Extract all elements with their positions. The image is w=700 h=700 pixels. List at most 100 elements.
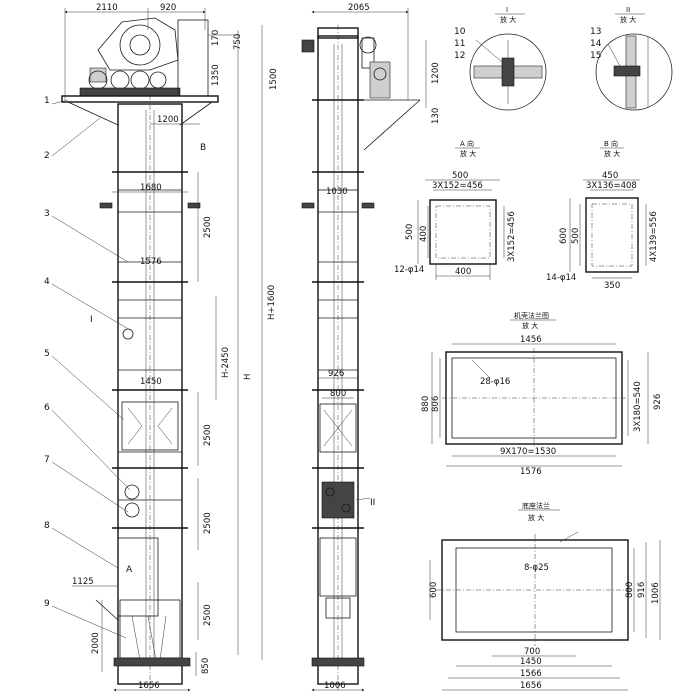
callout-4: 4 [44,277,50,287]
detail-i-roman: I [506,6,508,14]
view-b-w-inner: 350 [604,281,620,291]
detail-i-item-10: 10 [454,27,466,37]
dim-h-1600: H+1600 [267,285,277,320]
base-w-700: 700 [524,647,540,657]
view-a-h-inner: 400 [419,226,429,242]
head-flange-w-top: 1456 [520,335,542,345]
callout-1: 1 [44,96,50,106]
detail-ii-item-13: 13 [590,27,601,37]
view-b-w-pitch: 3X136=408 [586,181,637,191]
dim-2000: 2000 [91,632,101,654]
view-b-title: B 向 [604,139,618,148]
detail-i: I 放 大 10 11 12 [454,6,547,111]
mark-ii: II [370,498,375,508]
base-w-1450: 1450 [520,657,542,667]
dim-1656: 1656 [138,681,160,691]
dim-2500-a: 2500 [203,216,213,238]
view-b-w-outer: 450 [602,171,618,181]
front-elevation: 2110 920 [44,3,279,692]
head-flange-title: 机壳法兰图 [514,311,549,320]
base-h-left: 600 [429,582,439,598]
base-h-r3: 1006 [651,582,661,604]
dim-1200: 1200 [157,115,179,125]
view-a-w-inner: 400 [455,267,471,277]
view-a: A 向 放 大 500 3X152=456 500 400 3X152=456 … [394,139,517,280]
view-a-sub: 放 大 [460,149,476,158]
callout-leaders [51,99,131,639]
head-flange-h-right: 926 [653,394,663,410]
dim-2500-b: 2500 [203,424,213,446]
mark-i: I [90,315,93,325]
head-flange-view: 机壳法兰图 放 大 1456 28-φ16 880 806 3X180=540 … [421,311,663,477]
callout-3: 3 [44,209,50,219]
head-flange-h-outer: 880 [421,396,431,412]
detail-i-title: 放 大 [500,15,516,24]
base-holes: 8-φ25 [524,563,549,573]
base-flange-view: 底座法兰 放 大 8-φ25 600 800 916 1006 700 1450… [429,501,661,691]
dim-2110: 2110 [96,3,118,13]
view-b-h-pitch: 4X139=556 [649,211,659,262]
base-h-r1: 800 [625,582,635,598]
dim-h-2450: H-2450 [221,347,231,378]
dim-926: 926 [328,369,344,379]
callout-5: 5 [44,349,50,359]
detail-ii-item-14: 14 [590,39,602,49]
view-b-sub: 放 大 [604,149,620,158]
side-elevation: 2065 II [301,3,441,692]
base-w-1656: 1656 [520,681,542,691]
detail-i-item-11: 11 [454,39,465,49]
detail-i-item-12: 12 [454,51,465,61]
dim-1500: 1500 [269,68,279,90]
dim-h: H [243,374,253,380]
detail-ii: II 放 大 13 14 15 [590,6,673,111]
dim-1680: 1680 [140,183,162,193]
view-a-title: A 向 [460,139,474,148]
callout-2: 2 [44,151,50,161]
callout-7: 7 [44,455,50,465]
base-w-1566: 1566 [520,669,542,679]
dim-920: 920 [160,3,176,13]
head-flange-sub: 放 大 [522,321,538,330]
dim-2500-d: 2500 [203,604,213,626]
dim-2500-c: 2500 [203,512,213,534]
base-flange-sub: 放 大 [528,513,544,522]
dim-130: 130 [431,108,441,124]
view-a-w-outer: 500 [452,171,468,181]
view-a-h-pitch: 3X152=456 [507,211,517,262]
dim-800: 800 [330,389,346,399]
dim-1450: 1450 [140,377,162,387]
dim-1030: 1030 [326,187,348,197]
mark-b: B [200,143,206,153]
callout-8: 8 [44,521,50,531]
detail-ii-item-15: 15 [590,51,601,61]
base-flange-title: 底座法兰 [522,501,550,510]
view-a-w-pitch: 3X152=456 [432,181,483,191]
dim-750: 750 [233,34,243,50]
mark-a: A [126,565,133,575]
dim-1006: 1006 [324,681,346,691]
head-flange-holes: 28-φ16 [480,377,510,387]
base-h-r2: 916 [637,582,647,598]
head-flange-h-pitch: 3X180=540 [633,381,643,432]
head-flange-h-inner: 806 [431,396,441,412]
view-a-h-outer: 500 [405,224,415,240]
dim-2065: 2065 [348,3,370,13]
head-flange-w-pitch: 9X170=1530 [500,447,556,457]
detail-ii-roman: II [626,6,630,14]
callout-9: 9 [44,599,50,609]
view-b-h-outer: 600 [559,228,569,244]
detail-ii-title: 放 大 [620,15,636,24]
view-b: B 向 放 大 450 3X136=408 600 500 4X139=556 … [546,139,659,291]
view-b-h-inner: 500 [571,228,581,244]
dim-side-1200: 1200 [431,62,441,84]
dim-170: 170 [211,30,221,46]
dim-850: 850 [201,658,211,674]
view-b-holes: 14-φ14 [546,273,576,283]
dim-1125: 1125 [72,577,94,587]
callout-6: 6 [44,403,50,413]
view-a-holes: 12-φ14 [394,265,424,275]
dim-1350: 1350 [211,64,221,86]
dim-1576: 1576 [140,257,162,267]
head-flange-w-bottom: 1576 [520,467,542,477]
